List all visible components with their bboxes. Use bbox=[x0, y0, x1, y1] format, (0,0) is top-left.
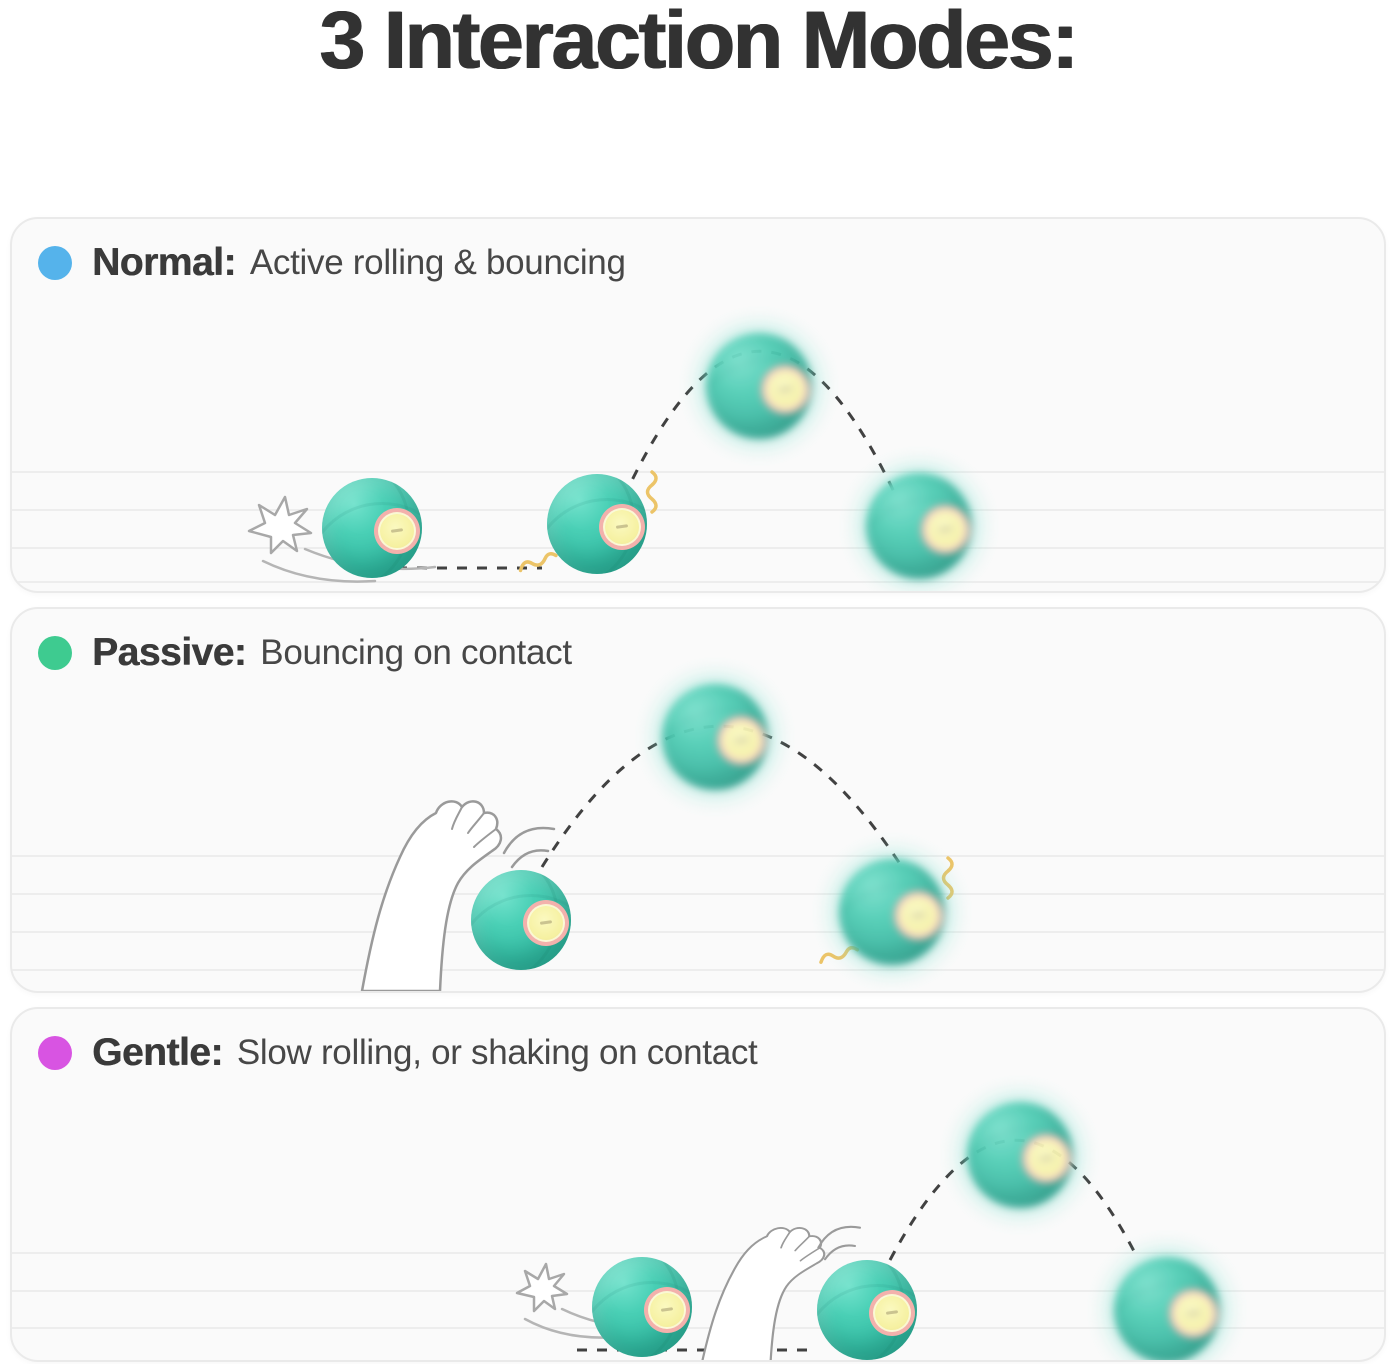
mode-panel-normal: Normal: Active rolling & bouncing bbox=[10, 217, 1386, 593]
mode-panel-gentle: Gentle: Slow rolling, or shaking on cont… bbox=[10, 1007, 1386, 1362]
mode-description: Active rolling & bouncing bbox=[249, 243, 626, 282]
page-title: 3 Interaction Modes: bbox=[319, 0, 1078, 86]
floor-line bbox=[12, 969, 1384, 971]
floor-line bbox=[12, 1252, 1384, 1254]
floor-line bbox=[12, 1327, 1384, 1329]
ball-lens bbox=[374, 508, 420, 554]
mode-description: Bouncing on contact bbox=[260, 633, 572, 672]
panel-header: Normal: Active rolling & bouncing bbox=[38, 241, 626, 285]
ball-lens bbox=[1169, 1288, 1218, 1338]
floor-line bbox=[12, 509, 1384, 511]
ball-icon bbox=[592, 1257, 692, 1357]
panel-header: Passive: Bouncing on contact bbox=[38, 631, 572, 675]
ball-icon bbox=[471, 870, 571, 970]
ball-lens bbox=[523, 900, 569, 946]
floor-line bbox=[12, 855, 1384, 857]
ball-lens bbox=[921, 504, 970, 554]
ball-lens bbox=[1022, 1133, 1071, 1183]
ball-icon-blurred bbox=[866, 473, 972, 579]
ball-lens bbox=[717, 715, 766, 765]
paw-icon bbox=[342, 761, 512, 991]
ball-icon bbox=[547, 474, 647, 574]
mode-label: Passive: bbox=[92, 631, 247, 674]
paw-icon bbox=[684, 1199, 834, 1360]
ball-lens bbox=[869, 1290, 915, 1336]
ball-lens bbox=[761, 364, 810, 414]
floor-line bbox=[12, 547, 1384, 549]
motion-lines-icon bbox=[498, 809, 568, 869]
ball-icon bbox=[322, 478, 422, 578]
floor-line bbox=[12, 471, 1384, 473]
ball-icon bbox=[817, 1260, 917, 1360]
ball-lens bbox=[644, 1287, 690, 1333]
floor-line bbox=[12, 1290, 1384, 1292]
shake-squiggle-icon bbox=[936, 855, 958, 901]
ball-icon-blurred bbox=[1114, 1257, 1220, 1360]
ball-icon-blurred bbox=[662, 684, 768, 790]
ball-lens bbox=[894, 890, 943, 940]
ball-icon-blurred bbox=[839, 859, 945, 965]
mode-description: Slow rolling, or shaking on contact bbox=[236, 1033, 758, 1072]
mode-panel-passive: Passive: Bouncing on contact bbox=[10, 607, 1386, 993]
mode-dot-icon bbox=[38, 246, 72, 280]
trajectory-arc bbox=[540, 724, 902, 868]
shake-squiggle-icon bbox=[640, 469, 662, 515]
ball-icon-blurred bbox=[967, 1102, 1073, 1208]
motion-lines-icon bbox=[810, 1211, 875, 1261]
floor-line bbox=[12, 931, 1384, 933]
ball-lens bbox=[599, 504, 645, 550]
mode-label: Gentle: bbox=[92, 1031, 223, 1074]
mode-dot-icon bbox=[38, 636, 72, 670]
ball-icon-blurred bbox=[706, 333, 812, 439]
floor-line bbox=[12, 893, 1384, 895]
mode-dot-icon bbox=[38, 1036, 72, 1070]
panel-header: Gentle: Slow rolling, or shaking on cont… bbox=[38, 1031, 758, 1075]
floor-line bbox=[12, 581, 1384, 583]
mode-label: Normal: bbox=[92, 241, 236, 284]
